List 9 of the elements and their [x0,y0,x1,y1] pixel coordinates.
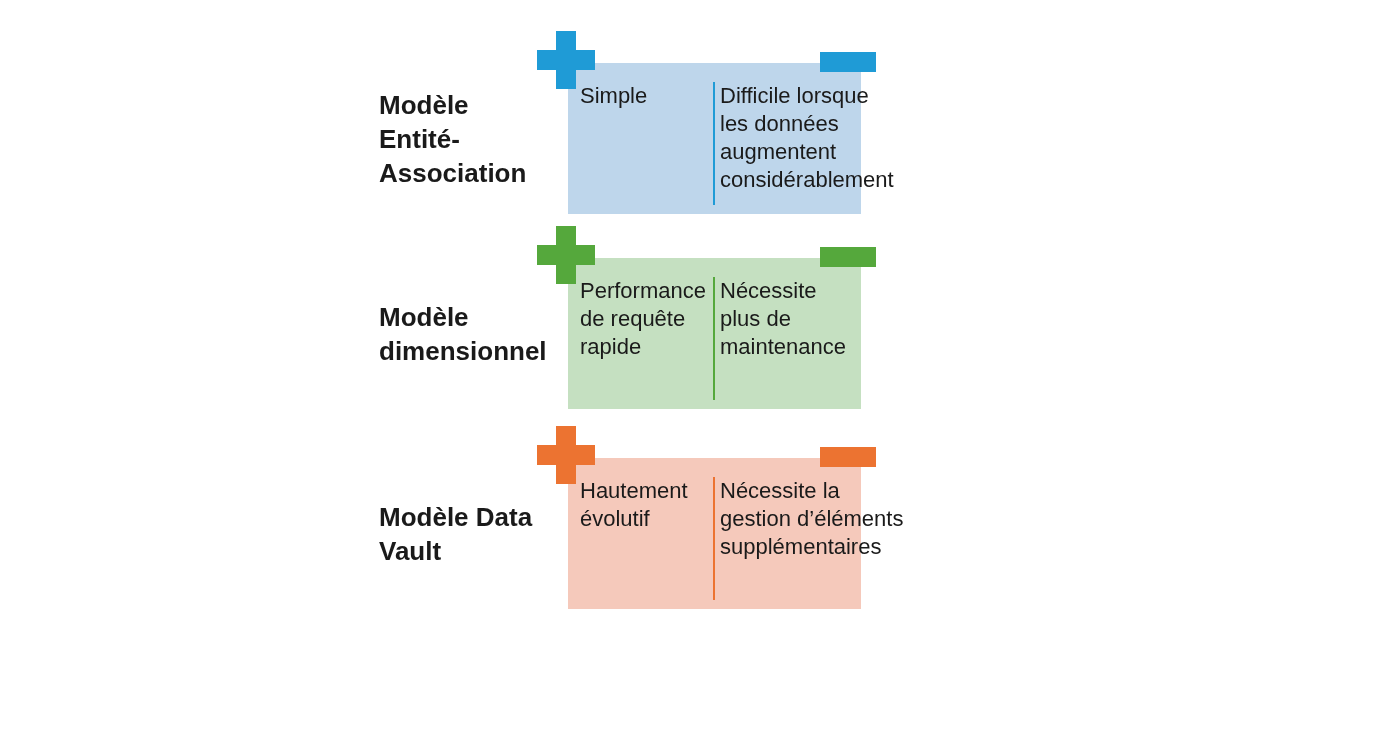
advantage-text: Performance de requête rapide [580,277,707,361]
drawback-text: Nécessite plus de maintenance [720,277,847,361]
row-heading: Modèle Data Vault [379,501,534,568]
row-heading: Modèle Entité-Association [379,89,528,190]
advantage-text: Hautement évolutif [580,477,689,533]
row-heading: Modèle dimensionnel [379,301,548,368]
drawback-text: Difficile lorsque les données augmentent considérablement [720,82,895,194]
drawback-text: Nécessite la gestion d’éléments supplémentaires [720,477,905,561]
advantage-text: Simple [580,82,649,110]
